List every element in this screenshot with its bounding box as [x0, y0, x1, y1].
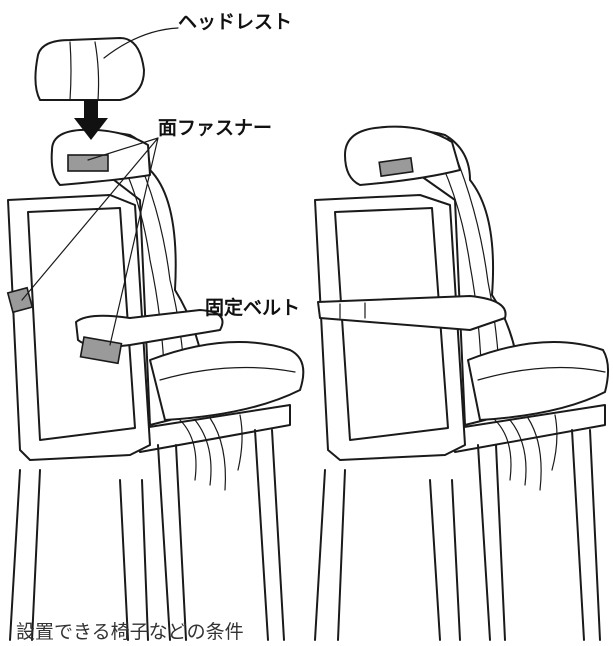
left-chair-back-panel: [27, 207, 136, 441]
left-head-fastener: [67, 154, 109, 172]
label-headrest: ヘッドレスト: [178, 11, 292, 33]
right-head-fastener: [378, 156, 414, 178]
right-chair-back-leg-right: [571, 429, 601, 641]
headrest-part: [34, 37, 145, 101]
right-chair: [314, 125, 609, 641]
left-chair-front-leg: [9, 469, 41, 641]
down-arrow-icon: [74, 100, 108, 140]
right-chair-front-leg-right: [429, 479, 461, 641]
right-chair-back-leg: [477, 444, 506, 641]
left-chair: [6, 27, 305, 641]
diagram-caption: 設置できる椅子などの条件: [16, 621, 244, 643]
left-chair-back-leg-right: [254, 429, 285, 641]
left-chair-front-leg-right: [119, 479, 149, 641]
headrest-leader: [103, 27, 179, 59]
right-seat-cushion: [467, 341, 609, 421]
label-fixing-belt: 固定ベルト: [205, 296, 300, 319]
left-seat-cushion: [149, 341, 305, 421]
left-frame-fastener: [6, 286, 34, 314]
right-chair-back-panel: [334, 207, 449, 441]
right-massager-top: [344, 125, 461, 186]
fastener-leaders: [21, 137, 159, 346]
right-chair-back-frame: [314, 194, 466, 461]
right-chair-front-leg: [314, 469, 346, 641]
left-strap-fastener: [79, 336, 123, 365]
label-hook-and-loop: 面ファスナー: [158, 117, 272, 139]
left-chair-back-leg: [157, 444, 187, 641]
